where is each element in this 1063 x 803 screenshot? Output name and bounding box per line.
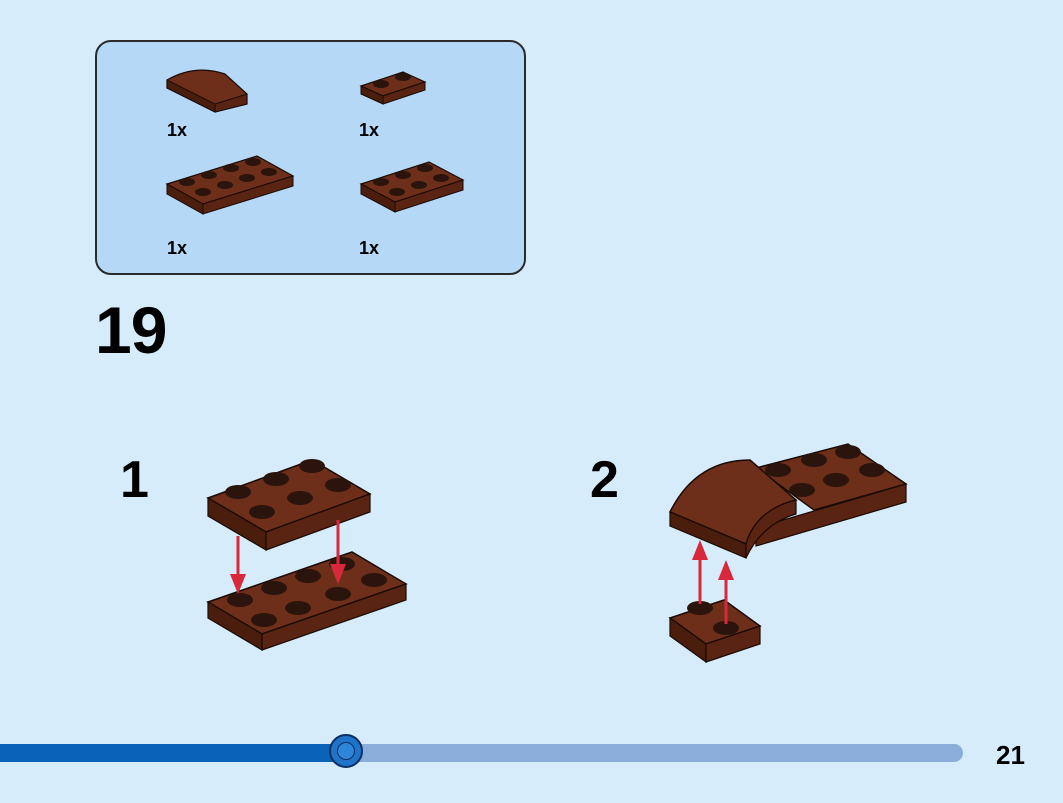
plate-2x4-top [206,459,372,552]
assembly-arrow-icon [330,520,346,584]
parts-list-box: 1x 1x 1x [95,40,526,275]
progress-knob [329,734,363,768]
part-plate-1x2: 1x [359,66,439,146]
plate-2x3-icon [359,161,465,213]
progress-fill [0,744,347,762]
plate-1x2-icon [359,71,427,105]
part-quantity: 1x [167,120,188,140]
assembly-arrow-icon [718,560,734,624]
step-number: 19 [95,293,167,367]
curved-slope-icon [166,69,248,113]
part-plate-2x3: 1x [359,158,479,258]
part-curved-slope: 1x [165,66,255,146]
part-quantity: 1x [359,238,380,258]
part-plate-2x4: 1x [165,154,305,258]
assembly-arrow-icon [692,540,708,604]
substep-label: 2 [590,451,619,509]
substep-2-illustration [668,443,908,664]
substep-label: 1 [120,451,149,509]
plate-2x4-icon [165,155,295,215]
plate-1x2 [668,599,762,664]
substep-1-illustration [206,459,408,652]
part-quantity: 1x [359,120,380,140]
curved-slope [668,459,798,559]
assembly-arrow-icon [230,536,246,594]
part-quantity: 1x [167,238,188,258]
page-number: 21 [996,740,1025,770]
plate-2x3 [754,443,908,547]
progress-bar [0,734,963,768]
